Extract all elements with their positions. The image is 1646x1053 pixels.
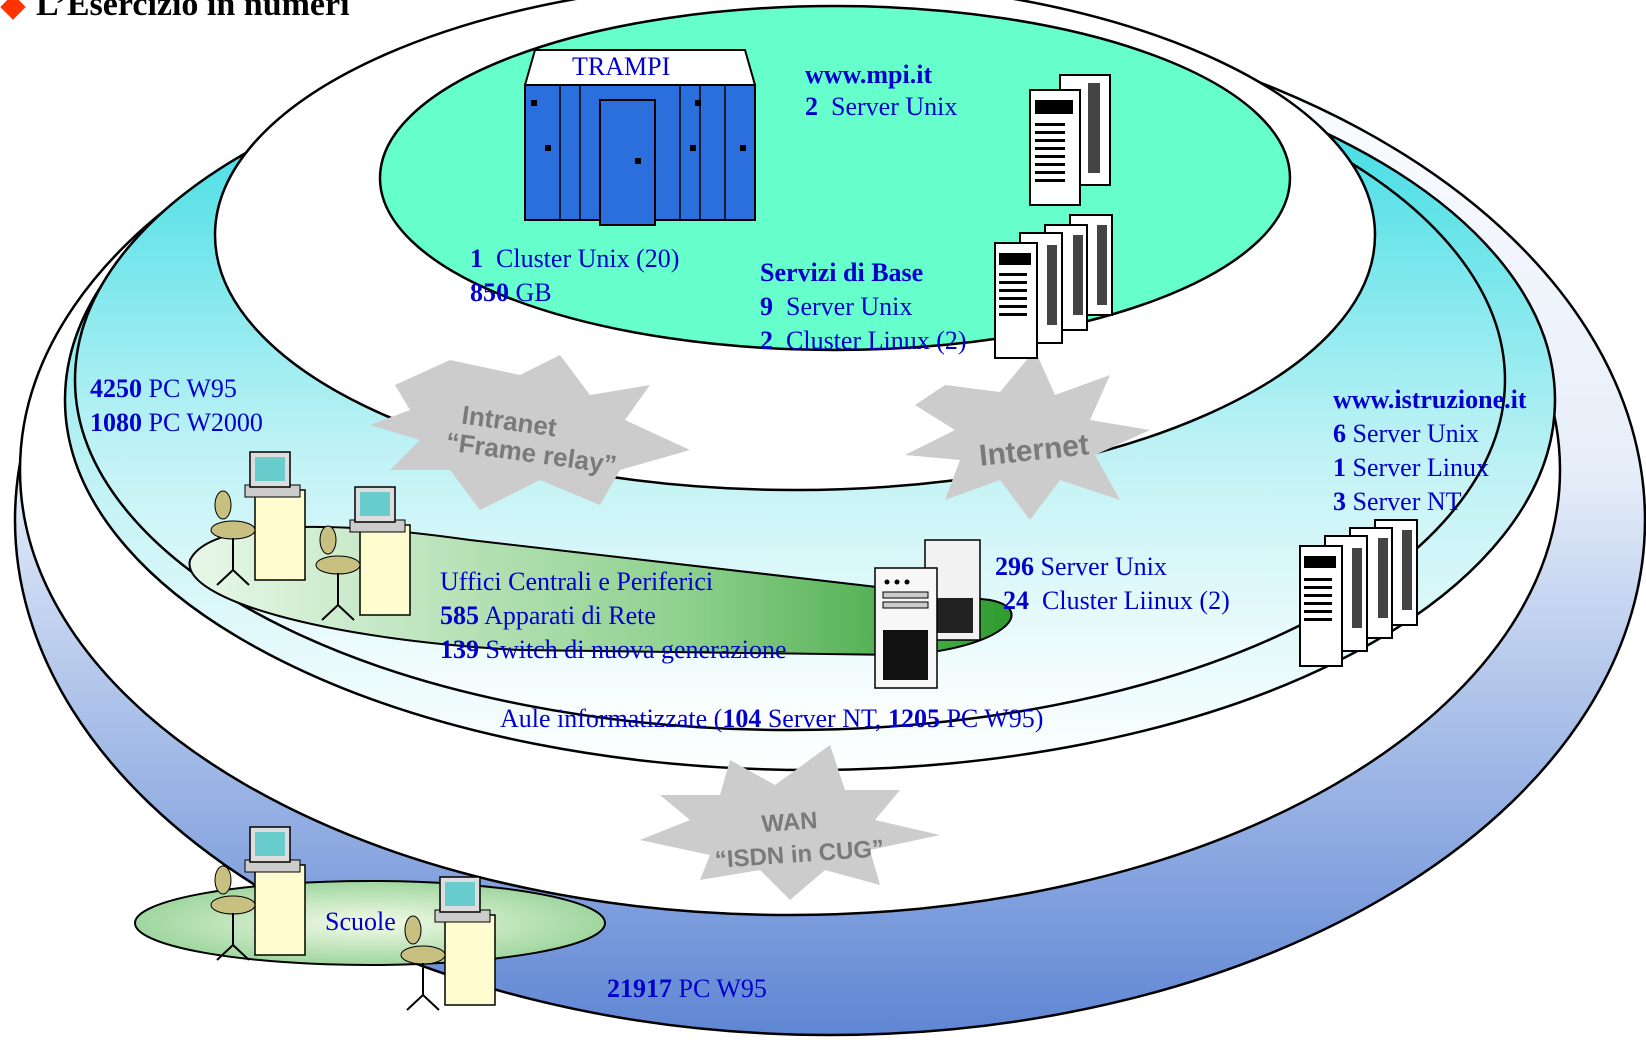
- tower-servers-icon: [874, 539, 981, 689]
- periferia-cluster: 24 Cluster Liinux (2): [1003, 586, 1230, 615]
- istruzione-linux: 1 Server Linux: [1333, 453, 1489, 482]
- trampi-cluster: 1 Cluster Unix (20): [470, 244, 680, 273]
- uffici-apparati: 585 Apparati di Rete: [440, 601, 656, 630]
- internet-cloud: Internet: [905, 350, 1150, 520]
- servizi-base-unix: 9 Server Unix: [760, 292, 913, 321]
- uffici-switch: 139 Switch di nuova generazione: [440, 635, 787, 664]
- page-title: L’Esercizio in numeri: [0, 0, 350, 24]
- workstation-icon: [400, 876, 496, 1011]
- trampi-storage: 850 GB: [470, 278, 552, 307]
- istruzione-site-label: www.istruzione.it: [1333, 385, 1527, 414]
- workstation-icon: [210, 826, 306, 961]
- periferia-unix: 296 Server Unix: [995, 552, 1167, 581]
- servizi-base-servers-icon: [994, 214, 1113, 359]
- server-rack-icon: [1029, 74, 1111, 206]
- aule-label: Aule informatizzate (104 Server NT, 1205…: [500, 704, 1044, 733]
- wan-label: WAN: [761, 807, 819, 838]
- wan-cloud: WAN “ISDN in CUG”: [640, 745, 940, 900]
- workstation-icon: [315, 486, 411, 621]
- mpi-servers: 2 Server Unix: [805, 92, 958, 121]
- pc-w2000-count: 1080 PC W2000: [90, 408, 263, 437]
- servizi-base-linux: 2 Cluster Linux (2): [760, 326, 967, 355]
- workstation-icon: [210, 451, 306, 586]
- istruzione-unix: 6 Server Unix: [1333, 419, 1479, 448]
- servizi-base-heading: Servizi di Base: [760, 258, 924, 287]
- trampi-mainframe-icon: [523, 49, 757, 226]
- uffici-heading: Uffici Centrali e Periferici: [440, 567, 714, 596]
- istruzione-servers-icon: [1299, 519, 1418, 667]
- diamond-bullet-icon: [0, 0, 26, 20]
- intranet-cloud: Intranet “Frame relay”: [370, 355, 690, 510]
- mpi-site-label: www.mpi.it: [805, 60, 933, 89]
- scuole-label: Scuole: [325, 907, 396, 936]
- scuole-pc-count: 21917 PC W95: [607, 974, 767, 1003]
- pc-w95-count: 4250 PC W95: [90, 374, 237, 403]
- istruzione-nt: 3 Server NT: [1333, 487, 1462, 516]
- trampi-label: TRAMPI: [572, 52, 671, 81]
